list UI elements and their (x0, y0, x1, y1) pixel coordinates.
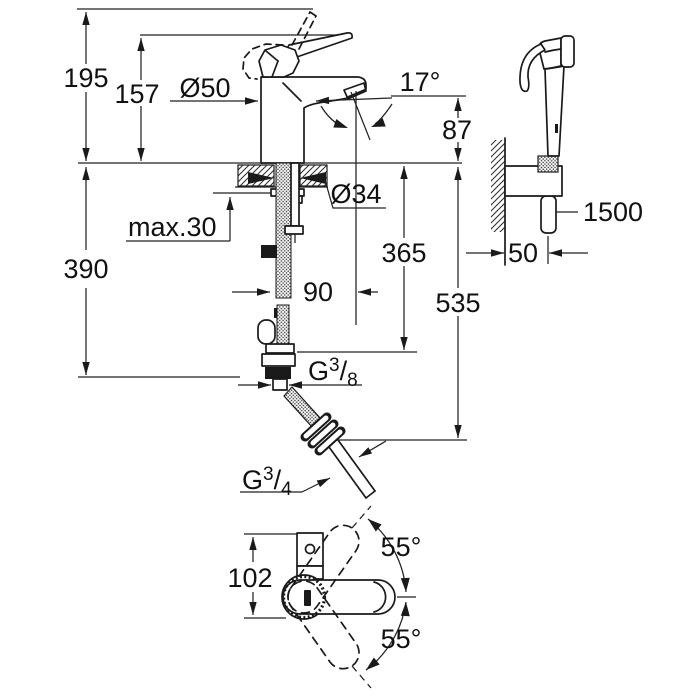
shower-knurl (537, 155, 559, 173)
shower-hose-stub (540, 195, 557, 264)
angle-55-lower-label: 55° (381, 624, 422, 654)
dim-under-deck: 390 (63, 167, 109, 375)
dia-34-label: Ø34 (330, 179, 381, 209)
dia-50-label: Ø50 (179, 73, 230, 103)
dim-spout-height: 87 (441, 98, 474, 161)
swing-angle-upper: 55° (367, 518, 422, 593)
dim-hole-diameter: Ø34 (324, 179, 386, 209)
hand-shower (519, 35, 575, 157)
dim-base-diameter: Ø50 (170, 73, 258, 105)
thread-g38-label: G3/8 (308, 355, 358, 391)
dim-total-drop: 535 (435, 167, 481, 438)
swing-range-dashed (287, 505, 372, 689)
max-30-label: max.30 (128, 212, 217, 242)
dim-total-height: 195 (63, 12, 109, 161)
dim-102-label: 102 (227, 563, 272, 593)
dim-hose-length: 1500 (556, 197, 643, 227)
angle-55-upper-label: 55° (381, 532, 422, 562)
mounting-shank (257, 162, 304, 391)
dim-390-label: 390 (63, 254, 108, 284)
swing-angle-lower: 55° (365, 601, 422, 671)
dim-thread-g34: G3/4 (240, 464, 331, 500)
dim-wall-offset: 50 (466, 238, 588, 268)
dim-hose-drop: 365 (381, 166, 427, 350)
dim-max-deck-thickness: max.30 (126, 197, 234, 242)
trigger-lever (519, 43, 546, 93)
dim-87-label: 87 (442, 115, 472, 145)
hole-arrow-right-icon (300, 172, 326, 184)
dim-195-label: 195 (63, 63, 108, 93)
dim-365-label: 365 (381, 238, 426, 268)
dim-1500-label: 1500 (583, 197, 643, 227)
handle-top (282, 579, 396, 615)
wall-section (491, 137, 506, 266)
dim-50-label: 50 (508, 238, 538, 268)
supply-hose (283, 386, 387, 499)
faucet-body (260, 76, 367, 164)
lever-handle (242, 11, 353, 80)
hole-arrow-left-icon (248, 172, 274, 184)
dim-thread-g38: G3/8 (238, 355, 362, 391)
handle-end-line (373, 581, 387, 613)
handle-mark (304, 590, 311, 606)
spray-angle-label: 17° (400, 67, 441, 97)
dim-157-label: 157 (114, 79, 159, 109)
dim-90-label: 90 (303, 277, 333, 307)
dim-535-label: 535 (435, 288, 480, 318)
thread-g34-label: G3/4 (242, 464, 292, 500)
dim-depth: 102 (224, 533, 298, 619)
dim-lever-height: 157 (114, 38, 160, 161)
front-view: 17° 195 157 Ø50 87 Ø34 (63, 8, 481, 500)
hand-shower-view: 1500 50 (466, 35, 643, 268)
lever-raised-dashed (242, 11, 317, 80)
dim-projection: 90 (232, 277, 378, 307)
top-view: 55° 55° 102 (224, 505, 422, 689)
